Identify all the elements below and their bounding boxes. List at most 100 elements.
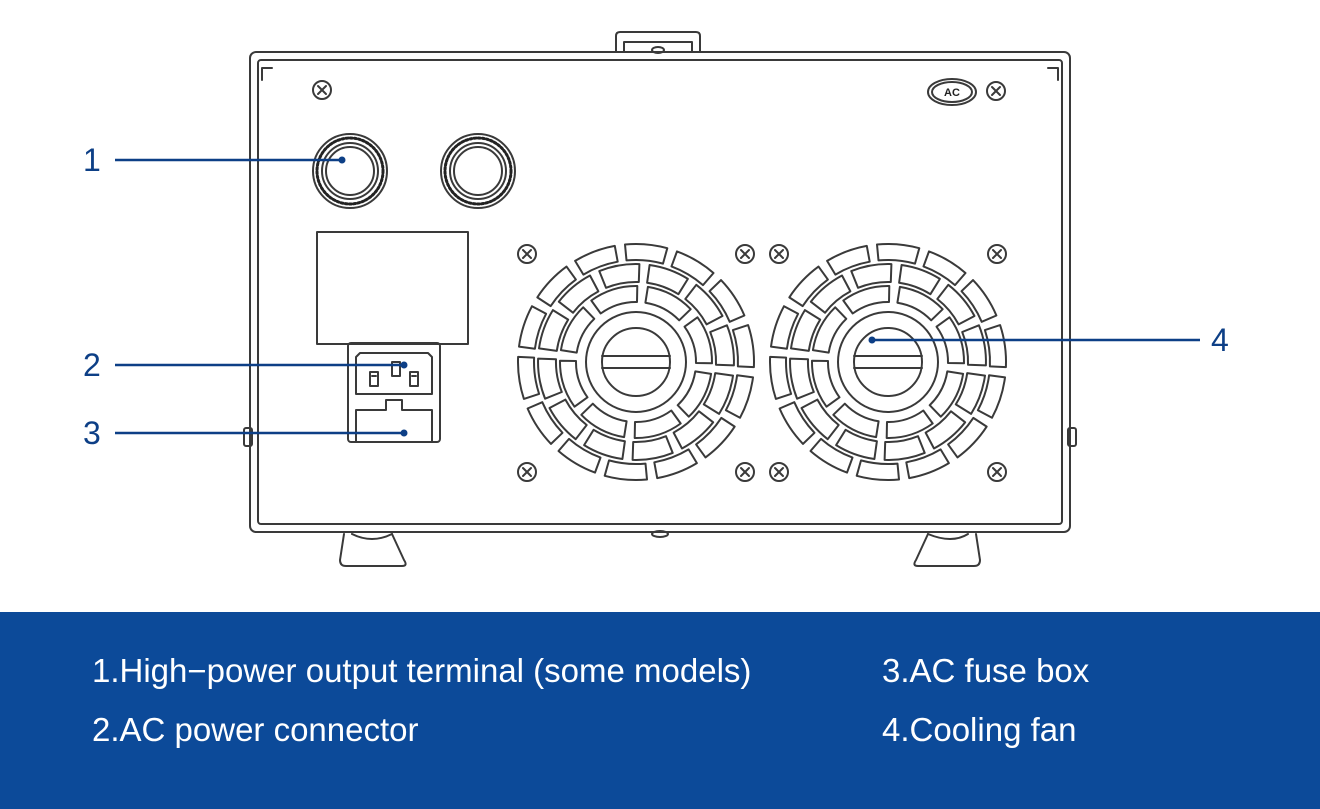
screw	[517, 244, 537, 264]
cooling-fan-right	[769, 243, 1007, 481]
fan-hub	[853, 327, 923, 397]
fan-grille-slot	[788, 265, 829, 308]
fan-grille-slot	[683, 316, 714, 365]
fan-grille-slot	[537, 357, 563, 400]
fan-grille-slot	[583, 428, 626, 460]
fan-grille-slot	[885, 409, 934, 440]
fan-grille-slot	[559, 306, 596, 354]
screw	[517, 462, 537, 482]
fan-grille-slot	[646, 264, 689, 296]
fan-grille-slot	[702, 372, 734, 415]
fan-grille-slot	[810, 359, 841, 408]
fan-grille-slot	[598, 263, 641, 289]
fan-grille-slot	[947, 416, 988, 459]
fan-grille-slot	[835, 428, 878, 460]
ac-badge-text: AC	[944, 87, 960, 99]
callout-3	[115, 429, 408, 437]
fan-grille-slot	[832, 402, 880, 439]
screw	[769, 244, 789, 264]
fan-grille-slot	[558, 359, 589, 408]
fan-hub-bars	[853, 355, 923, 369]
fan-grille-slot	[809, 274, 852, 314]
fan-grille-slot	[898, 264, 941, 296]
fan-grille-slot	[809, 437, 854, 474]
feet	[339, 530, 981, 567]
fan-grille-slot	[526, 401, 564, 445]
fan-grille-slot	[708, 279, 746, 323]
fan-grille-slot	[724, 374, 754, 419]
fan-grille-slot	[928, 370, 965, 418]
ac-badge	[927, 78, 977, 106]
fan-grille-slot	[826, 244, 871, 276]
screw	[312, 80, 332, 100]
callout-number-4: 4	[1211, 322, 1229, 358]
screw	[735, 244, 755, 264]
fan-hub-ring	[585, 311, 687, 413]
fan-hub	[601, 327, 671, 397]
fan-grille-slot	[676, 370, 713, 418]
fan-grille-slot	[922, 250, 967, 287]
fan-grille-slot	[517, 355, 541, 400]
fan-grille-slot	[672, 410, 715, 450]
fan-grille-slot	[770, 305, 800, 350]
label-plate	[316, 231, 469, 345]
fan-grille-slot	[624, 243, 669, 265]
callout-number-1: 1	[83, 142, 101, 178]
fan-grille-slot	[695, 416, 736, 459]
legend-item-fuse-box: 3.AC fuse box	[882, 652, 1090, 689]
fan-grille-slot	[574, 244, 619, 276]
fan-grille-slot	[580, 402, 628, 439]
fan-grille-slot	[538, 309, 570, 352]
fan-grille-slot	[960, 279, 998, 323]
fan-grille-slot	[983, 324, 1007, 369]
fan-grille-slot	[842, 284, 891, 315]
fan-grille-slot	[896, 285, 944, 322]
screw	[987, 462, 1007, 482]
fan-grille-slot	[644, 285, 692, 322]
fan-grille-slot	[954, 372, 986, 415]
side-clamps	[243, 427, 1077, 447]
fan-grille-slot	[670, 250, 715, 287]
fan-grille-slot	[905, 448, 950, 480]
fan-grille-slot	[976, 374, 1006, 419]
fan-grille-slot	[557, 437, 602, 474]
fan-grille-slot	[961, 324, 987, 367]
fan-grille-slot	[590, 284, 639, 315]
screw	[987, 244, 1007, 264]
legend-item-output-terminal: 1.High−power output terminal (some model…	[92, 652, 752, 689]
screw	[986, 81, 1006, 101]
legend-item-cooling-fan: 4.Cooling fan	[882, 711, 1077, 748]
fan-hub-bars	[601, 355, 671, 369]
cooling-fan-left	[517, 243, 755, 481]
fan-grille-slot	[811, 306, 848, 354]
fan-grille-slot	[789, 357, 815, 400]
fan-grille-slot	[800, 398, 840, 441]
ac-fuse-box	[355, 399, 433, 443]
fan-grille-slot	[653, 448, 698, 480]
fan-grille-slot	[684, 283, 724, 326]
carry-handle	[615, 31, 701, 54]
fan-grille-slot	[603, 459, 648, 481]
fan-grille-slot	[536, 265, 577, 308]
fan-grille-slot	[548, 398, 588, 441]
fan-grille-slot	[557, 274, 600, 314]
callout-4	[868, 336, 1200, 344]
fan-grille-slot	[883, 435, 926, 461]
fan-grille-slot	[790, 309, 822, 352]
fan-grille-slot	[855, 459, 900, 481]
fan-grille-slot	[731, 324, 755, 369]
screw	[769, 462, 789, 482]
output-terminal-right	[440, 133, 516, 209]
fan-grille-slot	[518, 305, 548, 350]
fan-grille-slot	[935, 316, 966, 365]
fan-grille-slot	[778, 401, 816, 445]
legend-item-power-connector: 2.AC power connector	[92, 711, 419, 748]
fan-hub-ring	[837, 311, 939, 413]
legend-panel: 1.High−power output terminal (some model…	[0, 612, 1320, 809]
fan-grille-slot	[709, 324, 735, 367]
fan-grille-slot	[876, 243, 921, 265]
callout-number-3: 3	[83, 415, 101, 451]
screw	[735, 462, 755, 482]
fan-grille-slot	[631, 435, 674, 461]
output-terminal-left	[312, 133, 388, 209]
